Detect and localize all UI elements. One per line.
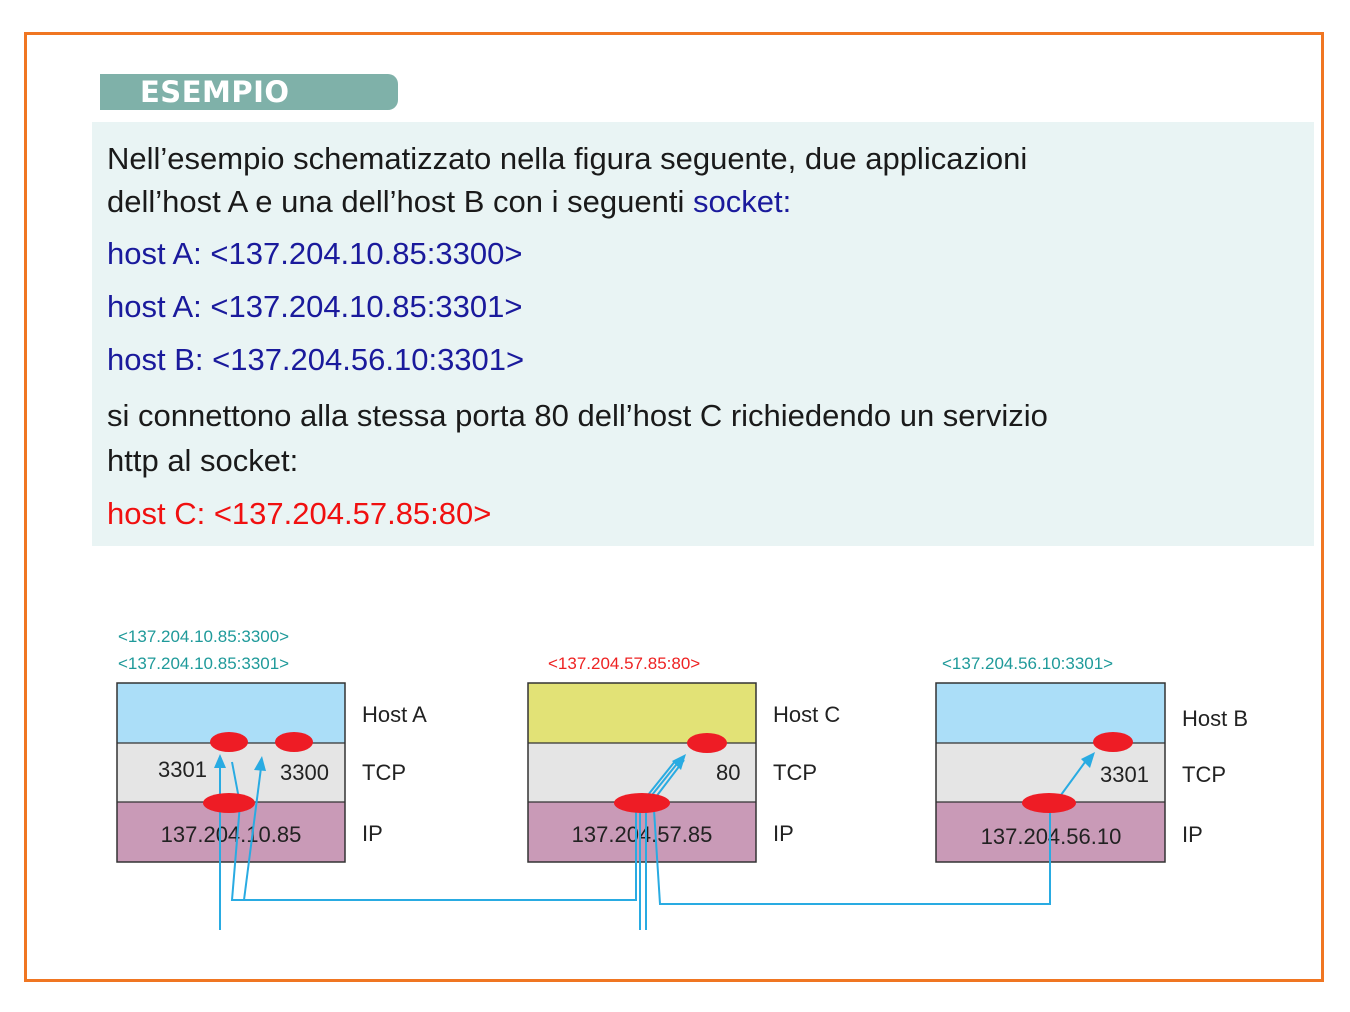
socket-host-a-2: host A: <137.204.10.85:3301>: [107, 289, 523, 324]
host-a-socket-label-1: <137.204.10.85:3300>: [118, 627, 289, 646]
socket-marker-80: [687, 733, 727, 753]
host-c-stack: 80 137.204.57.85: [527, 682, 757, 863]
host-a-tcp-label: TCP: [362, 760, 406, 785]
socket-marker-3300: [275, 732, 313, 752]
socket-host-a-1: host A: <137.204.10.85:3300>: [107, 236, 523, 271]
socket-marker-ip-b: [1022, 793, 1076, 813]
example-tag: ESEMPIO: [100, 74, 398, 110]
host-a-stack: 3301 3300 137.204.10.85: [116, 682, 346, 863]
host-c-tcp-label: TCP: [773, 760, 817, 785]
host-a-ip-label: IP: [362, 821, 383, 846]
socket-host-c: host C: <137.204.57.85:80>: [107, 496, 492, 531]
host-a-tcp-layer: [117, 743, 345, 802]
host-c-socket-label: <137.204.57.85:80>: [548, 654, 700, 673]
host-a-ip: 137.204.10.85: [161, 822, 302, 847]
host-a-label: Host A: [362, 702, 427, 727]
host-b-port-3301: 3301: [1100, 762, 1149, 787]
example-tag-label: ESEMPIO: [140, 75, 290, 109]
socket-markers: [203, 732, 1133, 813]
conn-line-b-3301: [653, 757, 1089, 905]
socket-marker-ip-c: [614, 793, 670, 813]
host-c-port-80: 80: [716, 760, 740, 785]
host-a-port-3301: 3301: [158, 757, 207, 782]
host-b-tcp-label: TCP: [1182, 762, 1226, 787]
socket-marker-3301: [210, 732, 248, 752]
slide-frame: [24, 32, 1324, 982]
host-c-label: Host C: [773, 702, 840, 727]
text-line-6: si connettono alla stessa porta 80 dell’…: [107, 398, 1048, 433]
host-b-label: Host B: [1182, 706, 1248, 731]
host-c-ip: 137.204.57.85: [572, 822, 713, 847]
socket-marker-ip-a: [203, 793, 255, 813]
host-b-stack: 3301 137.204.56.10: [935, 682, 1166, 863]
host-a-port-3300: 3300: [280, 760, 329, 785]
host-b-ip-label: IP: [1182, 822, 1203, 847]
text-line-1: Nell’esempio schematizzato nella figura …: [107, 141, 1028, 176]
arrowhead: [254, 756, 266, 771]
host-c-tcp-layer: [528, 743, 756, 802]
socket-host-b: host B: <137.204.56.10:3301>: [107, 342, 525, 377]
text-line-7: http al socket:: [107, 443, 299, 478]
example-text-box: [92, 122, 1314, 546]
socket-marker-b-3301: [1093, 732, 1133, 752]
text-line-2: dell’host A e una dell’host B con i segu…: [107, 181, 791, 223]
host-b-tcp-layer: [936, 743, 1165, 802]
host-a-socket-label-2: <137.204.10.85:3301>: [118, 654, 289, 673]
arrowhead: [1081, 752, 1095, 768]
arrowhead: [214, 754, 226, 768]
text-line-2-a: dell’host A e una dell’host B con i segu…: [107, 184, 693, 219]
arrowheads: [214, 752, 1095, 771]
arrowhead: [672, 754, 686, 770]
host-b-socket-label: <137.204.56.10:3301>: [942, 654, 1113, 673]
socket-term: socket:: [692, 184, 792, 219]
host-c-app-layer: [528, 683, 756, 743]
host-c-ip-label: IP: [773, 821, 794, 846]
host-b-app-layer: [936, 683, 1165, 743]
